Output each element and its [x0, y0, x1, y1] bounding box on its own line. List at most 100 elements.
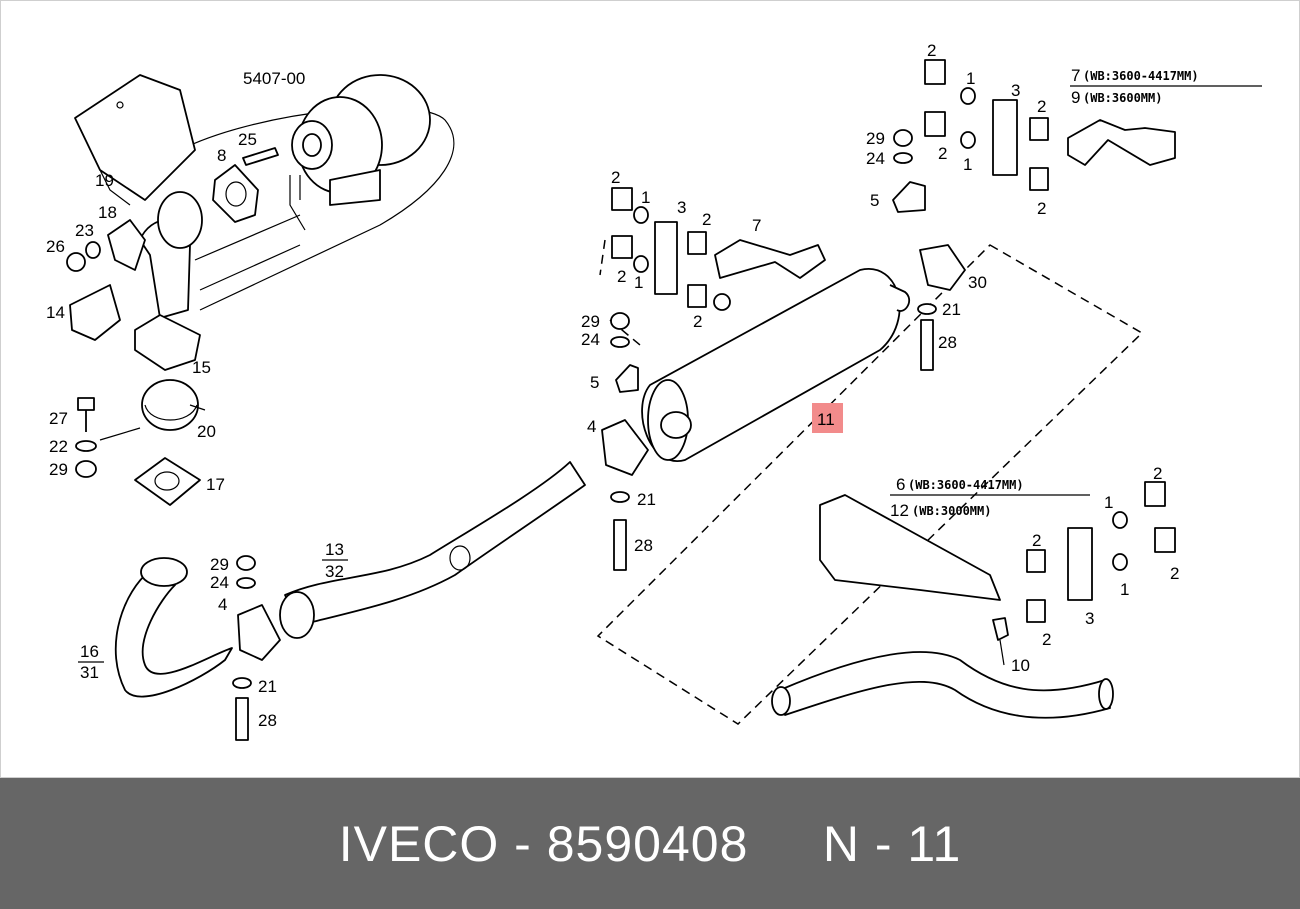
callout-7: 7 [752, 216, 761, 235]
bolt-28-right [920, 319, 934, 371]
dashed-outline [596, 244, 1144, 725]
callout-5-top: 5 [870, 191, 879, 210]
bracket-5-mid [615, 364, 639, 393]
callout-2-a: 2 [611, 168, 620, 187]
callout-8: 8 [217, 146, 226, 165]
callout-2-c: 2 [617, 267, 626, 286]
rubber-mount-set-mid [611, 187, 731, 311]
callout-2-k: 2 [1170, 564, 1179, 583]
callout-2-h: 2 [1037, 199, 1046, 218]
note-9-num: 9 [1071, 88, 1080, 107]
silencer-11 [641, 267, 901, 462]
caption-bar: IVECO - 8590408 N - 11 [0, 778, 1300, 909]
callout-23: 23 [75, 221, 94, 240]
bolt-28-left [235, 697, 249, 741]
callout-24-lower: 24 [210, 573, 229, 592]
valve-20 [141, 379, 199, 431]
pipe-16-31 [114, 574, 233, 698]
exhaust-system-diagram: 5407-00 19 8 25 18 23 26 14 15 27 20 22 … [46, 41, 1262, 741]
callout-29-lower: 29 [210, 555, 229, 574]
part-caption: IVECO - 8590408 N - 11 [338, 815, 962, 872]
callout-21-left: 21 [258, 677, 277, 696]
callout-5-mid: 5 [590, 373, 599, 392]
callout-21-mid: 21 [637, 490, 656, 509]
callout-15: 15 [192, 358, 211, 377]
callout-29-top: 29 [866, 129, 885, 148]
callout-14: 14 [46, 303, 65, 322]
note-7-text: (WB:3600-4417MM) [1083, 69, 1199, 83]
ref-label-5407-00: 5407-00 [243, 69, 305, 88]
callout-24-top: 24 [866, 149, 885, 168]
note-12-num: 12 [890, 501, 909, 520]
callout-20: 20 [197, 422, 216, 441]
callout-28-mid: 28 [634, 536, 653, 555]
note-9-text: (WB:3600MM) [1083, 91, 1162, 105]
callout-27: 27 [49, 409, 68, 428]
bracket-14 [69, 284, 121, 341]
hanger-10 [992, 617, 1009, 641]
bracket-6-12 [819, 494, 1001, 601]
tailpipe-10 [779, 651, 1111, 719]
fraction-16: 16 [80, 642, 99, 661]
clamp-4-left [237, 604, 281, 661]
washer-22 [75, 440, 97, 452]
gasket-8 [212, 164, 259, 223]
callout-2-j: 2 [1032, 531, 1041, 550]
bracket-18 [107, 219, 146, 271]
flange-17 [134, 457, 201, 506]
callout-1-c: 1 [966, 69, 975, 88]
callout-18: 18 [98, 203, 117, 222]
fraction-31: 31 [80, 663, 99, 682]
callout-2-b: 2 [702, 210, 711, 229]
engine-outline [179, 107, 455, 311]
callout-30: 30 [968, 273, 987, 292]
callout-1-f: 1 [1120, 580, 1129, 599]
callout-10: 10 [1011, 656, 1030, 675]
callout-2-i: 2 [1153, 464, 1162, 483]
callout-28-left: 28 [258, 711, 277, 730]
fraction-32: 32 [325, 562, 344, 581]
callout-19: 19 [95, 171, 114, 190]
callout-29-mid: 29 [581, 312, 600, 331]
callout-2-g: 2 [938, 144, 947, 163]
highlight-box-11 [812, 403, 843, 433]
callout-29-left: 29 [49, 460, 68, 479]
callout-28-right: 28 [938, 333, 957, 352]
callout-24-mid: 24 [581, 330, 600, 349]
callout-1-a: 1 [641, 188, 650, 207]
callout-1-e: 1 [1104, 493, 1113, 512]
callout-4-mid: 4 [587, 417, 596, 436]
callout-26: 26 [46, 237, 65, 256]
callout-21-right: 21 [942, 300, 961, 319]
callout-4-left: 4 [218, 595, 227, 614]
nut-29 [75, 460, 97, 478]
pipe-13-32 [284, 461, 586, 626]
callout-2-l: 2 [1042, 630, 1051, 649]
rubber-mount-set-top [892, 59, 1176, 213]
callout-1-b: 1 [634, 273, 643, 292]
callout-3-b: 3 [1011, 81, 1020, 100]
callout-25: 25 [238, 130, 257, 149]
heat-shield [74, 74, 196, 201]
rubber-mount-set-bottom [1026, 481, 1176, 623]
diagram-canvas: 5407-00 19 8 25 18 23 26 14 15 27 20 22 … [46, 41, 1262, 741]
bolt-27 [77, 397, 95, 411]
fraction-13: 13 [325, 540, 344, 559]
callout-2-d: 2 [693, 312, 702, 331]
stud-25 [242, 147, 279, 166]
note-6-num: 6 [896, 475, 905, 494]
callout-2-f: 2 [1037, 97, 1046, 116]
callout-3-a: 3 [677, 198, 686, 217]
callout-3-c: 3 [1085, 609, 1094, 628]
callout-17: 17 [206, 475, 225, 494]
note-6-text: (WB:3600-4417MM) [908, 478, 1024, 492]
turbocharger [289, 74, 431, 231]
callout-22: 22 [49, 437, 68, 456]
note-7-num: 7 [1071, 66, 1080, 85]
note-12-text: (WB:3000MM) [912, 504, 991, 518]
callout-2-e: 2 [927, 41, 936, 60]
clamp-30 [919, 244, 966, 291]
callout-11: 11 [817, 410, 835, 429]
callout-1-d: 1 [963, 155, 972, 174]
clamp-4-mid [601, 419, 649, 476]
